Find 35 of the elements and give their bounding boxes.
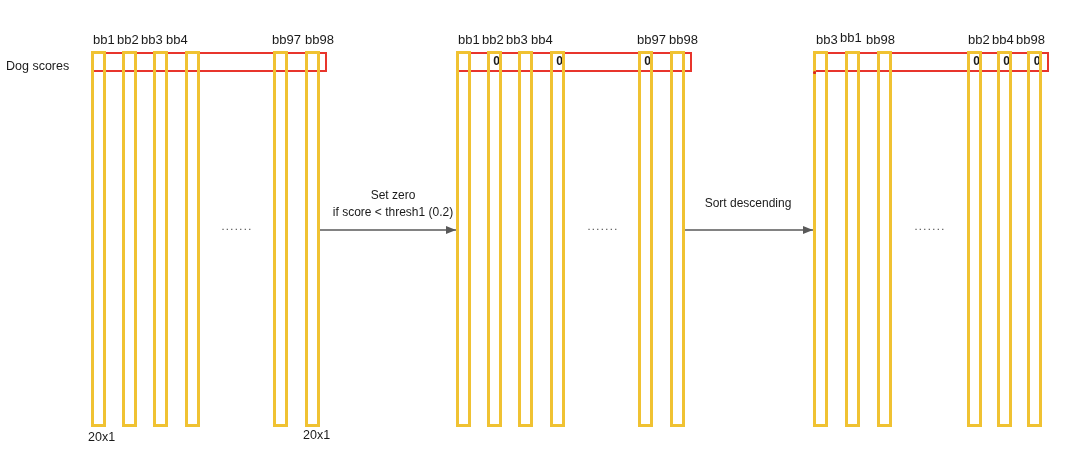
arrow [684, 226, 814, 234]
score-row-frame [813, 52, 1049, 72]
column-label: bb4 [992, 32, 1014, 47]
column-label: bb4 [166, 32, 188, 47]
ellipsis-dots: ....... [221, 219, 253, 233]
column-label: bb1 [458, 32, 480, 47]
side-label: Dog scores [6, 59, 70, 74]
column-label: bb2 [968, 32, 990, 47]
column-label: bb98 [866, 32, 895, 47]
column-label: bb1 [840, 30, 862, 45]
column-label: bb3 [816, 32, 838, 47]
score-value: 0 [493, 55, 500, 68]
column-label: bb98 [305, 32, 334, 47]
score-value: 0 [1003, 55, 1010, 68]
edge-label: Set zero if score < thresh1 (0.2) [332, 187, 454, 221]
column-label: bb4 [531, 32, 553, 47]
arrow [319, 226, 457, 234]
score-value: 0 [973, 55, 980, 68]
column-label: bb2 [117, 32, 139, 47]
column-label: bb1 [93, 32, 115, 47]
edge-label: Sort descending [704, 195, 792, 212]
column-label: bb3 [506, 32, 528, 47]
column-label: bb98 [1016, 32, 1045, 47]
score-row-frame [456, 52, 692, 72]
side-label: 20x1 [88, 430, 116, 445]
column-label: bb2 [482, 32, 504, 47]
column-label: bb97 [272, 32, 301, 47]
column-label: bb97 [637, 32, 666, 47]
side-label: 20x1 [303, 428, 331, 443]
column-label: bb98 [669, 32, 698, 47]
score-value: 0 [644, 55, 651, 68]
ellipsis-dots: ....... [587, 219, 619, 233]
ellipsis-dots: ....... [914, 219, 946, 233]
score-value: 0 [556, 55, 563, 68]
column-label: bb3 [141, 32, 163, 47]
